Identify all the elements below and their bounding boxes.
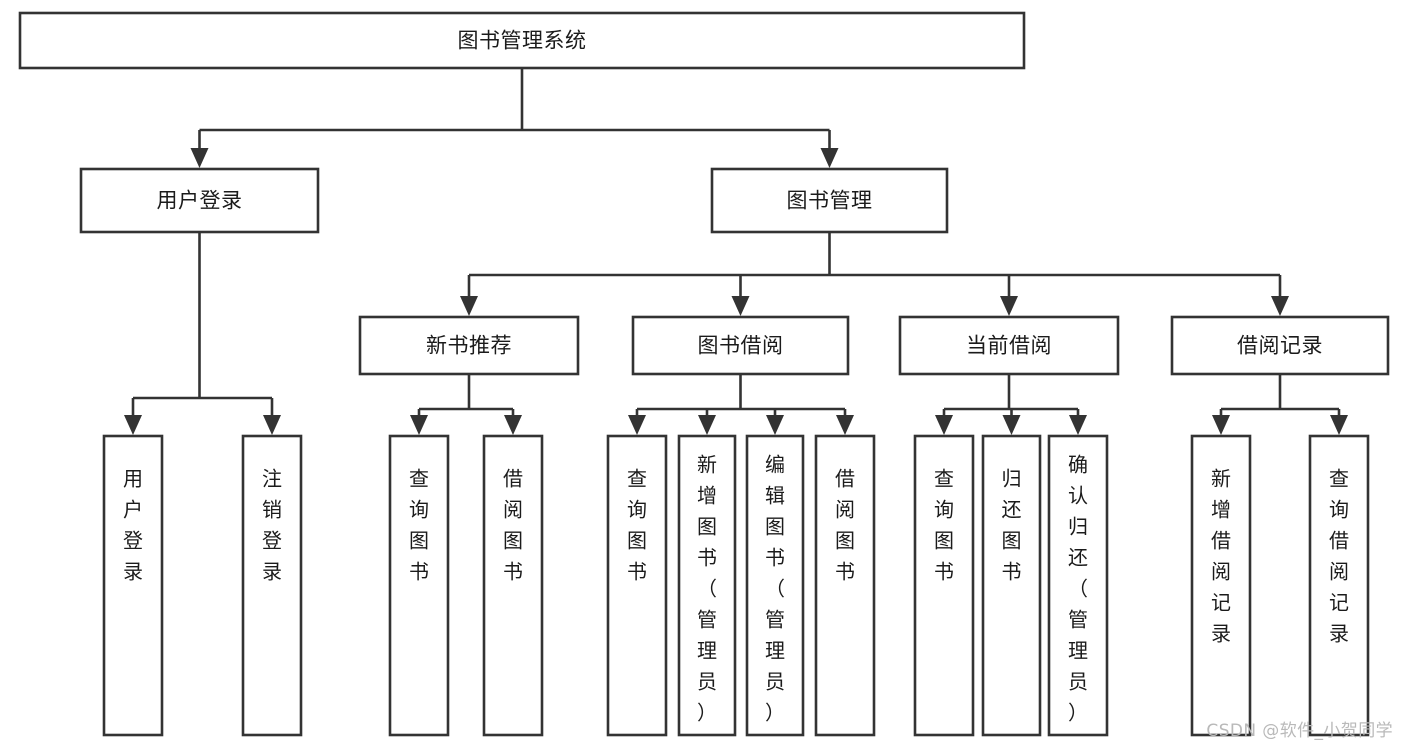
arrow-head-icon — [628, 415, 646, 435]
node-label: 用户登录 — [123, 466, 143, 583]
node-label: 新增借阅记录 — [1211, 466, 1231, 645]
arrow-head-icon — [1330, 415, 1348, 435]
node-label: 确认归还（管理员） — [1068, 452, 1088, 724]
arrow-head-icon — [766, 415, 784, 435]
nodes-layer: 图书管理系统用户登录图书管理新书推荐图书借阅当前借阅借阅记录用户登录注销登录查询… — [18, 11, 1390, 737]
arrow-head-icon — [836, 415, 854, 435]
arrow-head-icon — [410, 415, 428, 435]
node-label: 借阅记录 — [1237, 334, 1323, 358]
node-level1-图书管理[interactable]: 图书管理 — [710, 167, 949, 234]
node-leaf-新增图书管理员[interactable]: 新增图书（管理员） — [677, 434, 737, 737]
node-label: 借阅图书 — [503, 466, 523, 583]
connectors-layer — [124, 68, 1348, 435]
node-label: 图书借阅 — [698, 334, 784, 358]
node-leaf-查询图书[interactable]: 查询图书 — [606, 434, 668, 737]
node-leaf-查询借阅记录[interactable]: 查询借阅记录 — [1308, 434, 1370, 737]
node-label: 查询借阅记录 — [1329, 466, 1349, 645]
arrow-head-icon — [263, 415, 281, 435]
arrow-head-icon — [1069, 415, 1087, 435]
node-label: 归还图书 — [1002, 466, 1022, 583]
node-root-图书管理系统[interactable]: 图书管理系统 — [18, 11, 1026, 70]
node-level2-新书推荐[interactable]: 新书推荐 — [358, 315, 580, 376]
arrow-head-icon — [731, 296, 750, 316]
node-level2-借阅记录[interactable]: 借阅记录 — [1170, 315, 1390, 376]
node-leaf-用户登录[interactable]: 用户登录 — [102, 434, 164, 737]
arrow-head-icon — [1000, 296, 1018, 316]
node-label: 查询图书 — [627, 466, 647, 583]
arrow-head-icon — [698, 415, 716, 435]
node-leaf-借阅图书[interactable]: 借阅图书 — [814, 434, 876, 737]
node-label: 当前借阅 — [966, 334, 1052, 358]
arrow-head-icon — [820, 148, 839, 168]
node-leaf-借阅图书[interactable]: 借阅图书 — [482, 434, 544, 737]
arrow-head-icon — [935, 415, 953, 435]
node-leaf-确认归还管理员[interactable]: 确认归还（管理员） — [1047, 434, 1109, 737]
node-label: 注销登录 — [262, 466, 282, 583]
node-label: 图书管理 — [787, 189, 873, 213]
node-label: 新书推荐 — [426, 334, 512, 358]
node-level2-当前借阅[interactable]: 当前借阅 — [898, 315, 1120, 376]
node-label: 查询图书 — [934, 466, 954, 583]
node-level2-图书借阅[interactable]: 图书借阅 — [631, 315, 850, 376]
node-leaf-注销登录[interactable]: 注销登录 — [241, 434, 303, 737]
arrow-head-icon — [1002, 415, 1021, 435]
node-label: 借阅图书 — [835, 466, 855, 583]
node-level1-用户登录[interactable]: 用户登录 — [79, 167, 320, 234]
node-label: 用户登录 — [157, 189, 243, 213]
node-leaf-查询图书[interactable]: 查询图书 — [913, 434, 975, 737]
arrow-head-icon — [504, 415, 522, 435]
node-leaf-编辑图书管理员[interactable]: 编辑图书（管理员） — [745, 434, 805, 737]
arrow-head-icon — [1212, 415, 1230, 435]
node-label: 查询图书 — [409, 466, 429, 583]
arrow-head-icon — [1271, 296, 1289, 316]
node-leaf-查询图书[interactable]: 查询图书 — [388, 434, 450, 737]
node-leaf-归还图书[interactable]: 归还图书 — [981, 434, 1042, 737]
arrow-head-icon — [190, 148, 209, 168]
node-label: 编辑图书（管理员） — [765, 452, 785, 724]
node-label: 新增图书（管理员） — [697, 452, 717, 724]
arrow-head-icon — [460, 296, 478, 316]
node-label: 图书管理系统 — [458, 29, 587, 53]
node-leaf-新增借阅记录[interactable]: 新增借阅记录 — [1190, 434, 1252, 737]
arrow-head-icon — [124, 415, 142, 435]
csdn-watermark: CSDN @软件_小贺同学 — [1206, 721, 1393, 741]
